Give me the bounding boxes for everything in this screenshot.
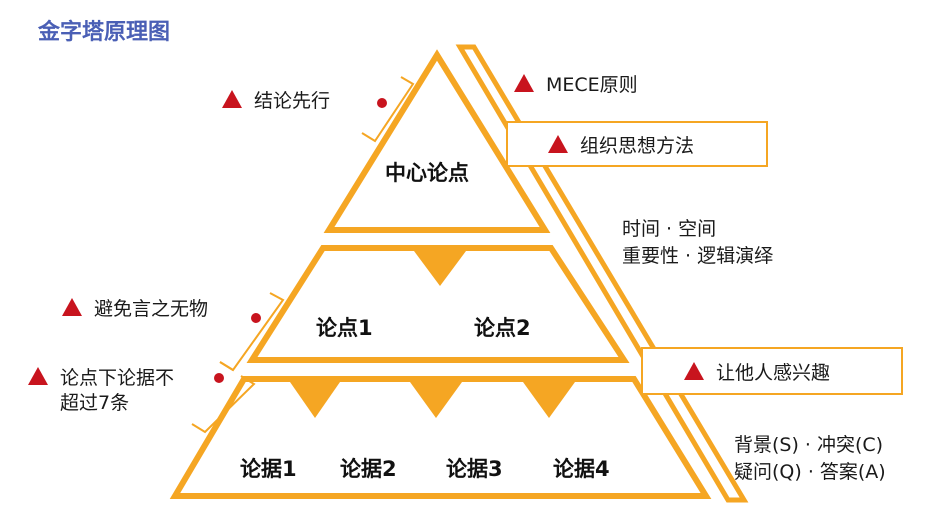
middle-tier-label-2: 论点2 bbox=[474, 316, 531, 340]
note-scqa: 背景(S) · 冲突(C) 疑问(Q) · 答案(A) bbox=[734, 434, 886, 483]
bottom-tier-notch-3 bbox=[523, 382, 575, 418]
warning-triangle-icon bbox=[62, 298, 82, 316]
note-organize-thinking: 组织思想方法 bbox=[548, 131, 694, 158]
warning-triangle-icon bbox=[548, 135, 568, 153]
bottom-tier-label-3: 论据3 bbox=[446, 457, 503, 481]
warning-triangle-icon bbox=[28, 367, 48, 385]
pyramid-bottom-tier bbox=[169, 376, 712, 499]
bottom-tier-notch-2 bbox=[410, 382, 462, 418]
bracket-conclusion-first bbox=[361, 76, 415, 143]
note-mece: MECE原则 bbox=[514, 70, 638, 97]
bottom-tier-label-2: 论据2 bbox=[340, 457, 397, 481]
warning-triangle-icon bbox=[514, 74, 534, 92]
note-ordering: 时间 · 空间 重要性 · 逻辑演绎 bbox=[622, 218, 774, 267]
bracket-dot-3 bbox=[214, 373, 224, 383]
note-conclusion-first: 结论先行 bbox=[222, 86, 330, 113]
middle-tier-label-1: 论点1 bbox=[316, 316, 373, 340]
middle-tier-notch bbox=[414, 251, 466, 286]
bottom-tier-notch-1 bbox=[290, 382, 340, 418]
bracket-dot-2 bbox=[251, 313, 261, 323]
warning-triangle-icon bbox=[684, 362, 704, 380]
bracket-max-items-2 bbox=[191, 375, 256, 434]
bracket-max-items bbox=[219, 361, 234, 371]
note-engage: 让他人感兴趣 bbox=[684, 358, 830, 385]
bottom-tier-label-4: 论据4 bbox=[553, 457, 610, 481]
pyramid-top-tier bbox=[323, 49, 551, 233]
top-tier-label: 中心论点 bbox=[385, 161, 469, 185]
bottom-tier-label-1: 论据1 bbox=[240, 457, 297, 481]
note-avoid-empty-talk: 避免言之无物 bbox=[62, 294, 208, 321]
page-title: 金字塔原理图 bbox=[38, 20, 171, 45]
bracket-dot-1 bbox=[377, 98, 387, 108]
note-max-items: 论点下论据不 超过7条 bbox=[28, 366, 174, 416]
warning-triangle-icon bbox=[222, 90, 242, 108]
pyramid-middle-tier bbox=[246, 245, 630, 363]
